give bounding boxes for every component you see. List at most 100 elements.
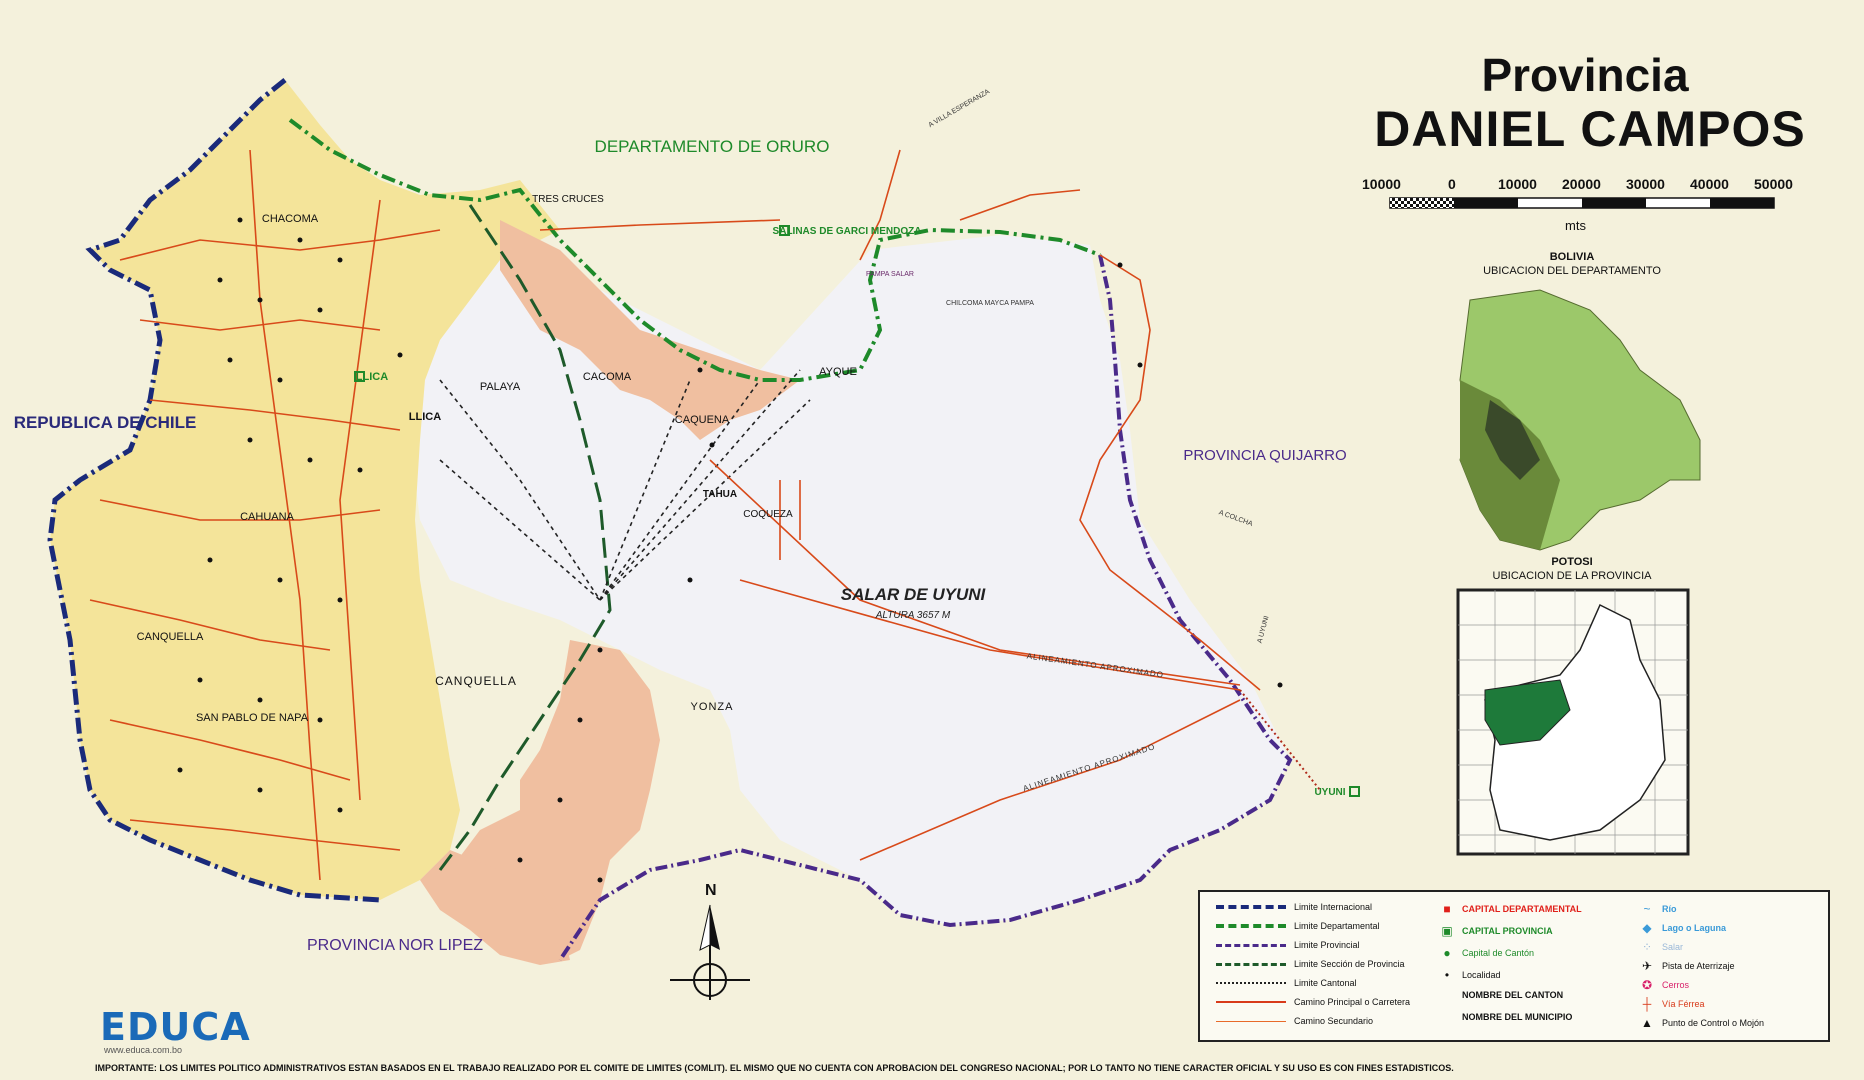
legend-label: CAPITAL DEPARTAMENTAL [1462,904,1582,914]
legend-line-symbol [1216,1020,1286,1022]
scale-label: 10000 [1362,176,1401,192]
label-salar-altitude: ALTURA 3657 M [875,610,951,621]
legend-icon-item: ✪Cerros [1640,978,1689,992]
legend-icon: ✈ [1641,959,1653,973]
legend-icon-item: ■ CAPITAL DEPARTAMENTAL [1440,902,1582,916]
legend-line-symbol [1216,1001,1286,1003]
place-palaya: PALAYA [480,381,521,393]
bolivia-inset-subtitle: UBICACION DEL DEPARTAMENTO [1483,265,1661,277]
provincial-boundary [558,254,1293,962]
legend-label: Río [1662,904,1677,914]
logo-text: EDUCA [100,1005,251,1049]
international-boundary [47,78,381,903]
legend-label: Vía Férrea [1662,999,1705,1009]
legend-icon: ● [1443,946,1451,960]
cantonal-boundaries [439,369,811,601]
place-yonza: YONZA [691,701,734,713]
potosi-inset-title: POTOSI [1551,556,1593,568]
legend-label: Camino Secundario [1294,1016,1374,1026]
place-canquella: CANQUELLA [435,674,517,688]
section-boundary [438,204,612,871]
north-arrow: N [670,882,750,1000]
legend-label: Limite Departamental [1294,921,1380,931]
legend-icon: • [1444,968,1450,982]
legend-icon-item: NOMBRE DEL MUNICIPIO [1440,1012,1572,1022]
place-tahua: TAHUA [703,489,737,500]
label-villa-esperanza: A VILLA ESPERANZA [928,88,992,129]
place-caquena: CAQUENA [675,414,730,426]
legend-icon: ▣ [1441,924,1453,938]
legend-icon-item: ▲Punto de Control o Mojón [1640,1016,1764,1030]
scale-unit: mts [1565,218,1586,233]
legend-icon-item: ~Río [1640,902,1677,916]
scale-label: 0 [1448,176,1456,192]
place-canquella-west: CANQUELLA [137,631,204,643]
label-salar: SALAR DE UYUNI [841,585,987,604]
scale-label: 30000 [1626,176,1665,192]
place-cahuana: CAHUANA [240,511,294,523]
legend-line-symbol [1216,905,1286,909]
salar-area [410,235,1290,925]
bolivia-inset-title: BOLIVIA [1549,251,1595,263]
place-salinas: SALINAS DE GARCI MENDOZA [773,226,922,237]
scale-label: 40000 [1690,176,1729,192]
legend-label: Limite Sección de Provincia [1294,959,1405,969]
legend-icon-item: ┼ Vía Férrea [1640,997,1705,1011]
label-chile: REPUBLICA DE CHILE [14,413,197,432]
legend-label: Localidad [1462,970,1501,980]
legend-label: Pista de Aterrizaje [1662,961,1735,971]
legend-label: Limite Provincial [1294,940,1360,950]
legend-line-item: Limite Provincial [1216,940,1360,950]
legend-line-item: Limite Departamental [1216,921,1380,931]
legend-label: NOMBRE DEL MUNICIPIO [1462,1012,1573,1022]
section-tahua [500,220,800,440]
legend-line-symbol [1216,982,1286,984]
legend-label: Limite Cantonal [1294,978,1357,988]
place-san-pablo: SAN PABLO DE NAPA [196,712,309,724]
legend-line-symbol [1216,924,1286,928]
logo-url: www.educa.com.bo [104,1045,183,1055]
legend-icon-item: NOMBRE DEL CANTON [1440,990,1563,1000]
legend-line-item: Camino Principal o Carretera [1216,997,1410,1007]
legend-icon-item: ✈ Pista de Aterrizaje [1640,959,1735,973]
roads [89,149,1261,881]
potosi-inset-map [1456,588,1690,856]
legend-icon: ■ [1443,902,1451,916]
canton-capital-markers [354,225,1360,797]
label-quijarro: PROVINCIA QUIJARRO [1183,447,1346,464]
legend-label: CAPITAL PROVINCIA [1462,926,1553,936]
legend-label: Capital de Cantón [1462,948,1535,958]
legend-line-item: Camino Secundario [1216,1016,1373,1026]
bolivia-inset-caption: BOLIVIA UBICACION DEL DEPARTAMENTO [1422,250,1722,278]
legend-icon: ┼ [1642,997,1652,1011]
legend-line-symbol [1216,943,1286,947]
legend-label: Limite Internacional [1294,902,1373,912]
title-line1: Provincia [1481,49,1689,101]
potosi-inset-subtitle: UBICACION DE LA PROVINCIA [1492,570,1652,582]
legend-icon: ◆ [1642,921,1652,935]
place-cacoma: CACOMA [583,371,632,383]
place-chacoma: CHACOMA [262,213,319,225]
legend-icon-item: ● Capital de Cantón [1440,946,1534,960]
educa-logo: EDUCA [100,1005,251,1049]
legend-icon-item: ◆ Lago o Laguna [1640,921,1726,935]
section-south [420,850,570,965]
legend-icon: ✪ [1641,978,1653,992]
place-tres-cruces: TRES CRUCES [532,194,604,205]
svg-text:N: N [705,882,717,899]
legend-label: Lago o Laguna [1662,923,1726,933]
legend-line-symbol [1216,962,1286,966]
settlement-markers [177,217,1283,883]
title-line2: DANIEL CAMPOS [1374,101,1806,157]
scale-bar [1389,197,1775,209]
legend-icon: ⁘ [1641,940,1653,954]
legend-icon-item: ▣ CAPITAL PROVINCIA [1440,924,1553,938]
place-pampa-salar: PAMPA SALAR [866,271,914,278]
scale-label: 50000 [1754,176,1793,192]
bolivia-inset-map [1459,289,1701,551]
legend-icon-item: • Localidad [1440,968,1501,982]
legend-line-item: Limite Sección de Provincia [1216,959,1405,969]
railway [1239,689,1321,791]
